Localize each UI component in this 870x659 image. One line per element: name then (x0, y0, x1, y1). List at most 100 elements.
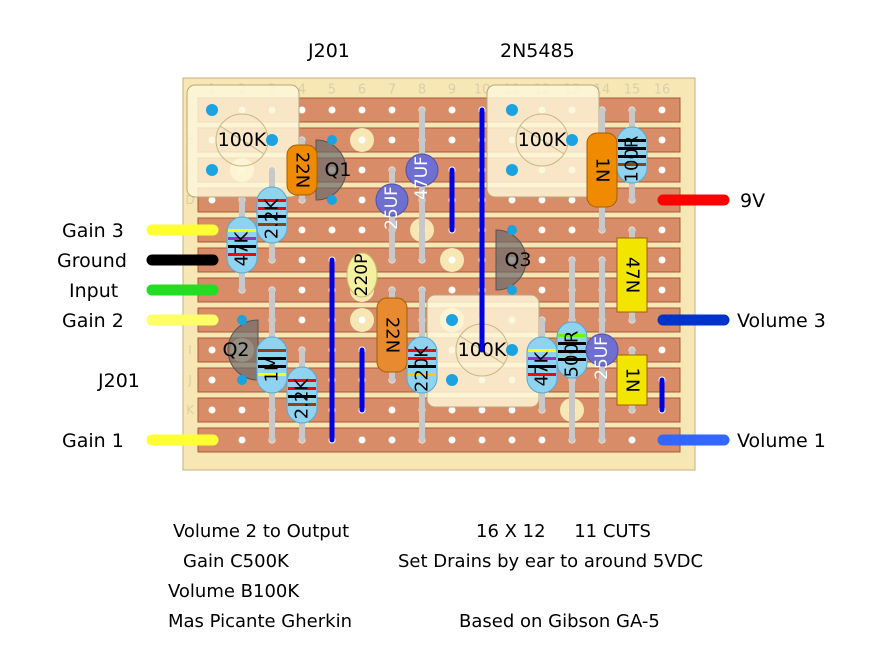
hole (538, 436, 546, 444)
resistor-label: 47K (232, 230, 253, 266)
capacitor-label: 22N (292, 152, 313, 188)
wire-label-gain-2: Gain 2 (62, 310, 124, 332)
hole (388, 136, 396, 144)
column-label: 16 (654, 83, 671, 98)
capacitor-body (346, 252, 378, 298)
hole (328, 106, 336, 114)
pot-pin (446, 314, 458, 326)
resistor-band (558, 342, 586, 345)
hole (298, 256, 306, 264)
column-label: 5 (328, 83, 336, 98)
pot-pin (206, 164, 218, 176)
resistor-band (528, 357, 556, 360)
resistor-label: 2.2K (262, 198, 283, 240)
resistor-band (228, 245, 256, 248)
column-label: 8 (418, 83, 426, 98)
resistor-band (258, 357, 286, 360)
hole (568, 226, 576, 234)
capacitor-body (585, 333, 619, 367)
resistor-band (618, 155, 646, 158)
hole (358, 436, 366, 444)
resistor-band (258, 223, 286, 226)
hole (658, 226, 666, 234)
row-label: K (186, 403, 195, 417)
potentiometers: 100K100K100K (186, 84, 600, 408)
hole (388, 436, 396, 444)
resistor: 500R (556, 321, 588, 379)
hole (448, 406, 456, 414)
row-label: D (185, 193, 194, 207)
note-volume-pot: Volume B100K (168, 581, 300, 602)
resistor: 47K (526, 336, 558, 394)
transistor-label: Q3 (504, 249, 531, 271)
resistor: 2.2K (256, 186, 288, 244)
wire-label-ground: Ground (57, 250, 127, 272)
hole (658, 286, 666, 294)
capacitor-label: 25UF (382, 186, 402, 230)
hole (208, 406, 216, 414)
hole (538, 226, 546, 234)
note-volume-output: Volume 2 to Output (173, 521, 350, 542)
hole (298, 316, 306, 324)
note-based-on: Based on Gibson GA-5 (459, 611, 660, 632)
q2-type-label: J201 (98, 370, 140, 392)
note-gain-pot: Gain C500K (183, 551, 289, 572)
hole (358, 196, 366, 204)
hole (628, 436, 636, 444)
resistor-band (528, 373, 556, 376)
capacitor-body (586, 132, 618, 208)
resistor-band (288, 387, 316, 390)
film-capacitor: 47N (616, 237, 648, 313)
hole (658, 166, 666, 174)
hole (448, 436, 456, 444)
hole (208, 196, 216, 204)
hole (328, 226, 336, 234)
resistor-band (408, 373, 436, 376)
resistor-band (408, 349, 436, 352)
capacitor-body (286, 144, 318, 196)
note-bias: Set Drains by ear to around 5VDC (398, 551, 704, 572)
pot-pin (506, 344, 518, 356)
hole (238, 406, 246, 414)
capacitor-label: 1N (592, 158, 613, 183)
electrolytic-capacitor: 25UF (375, 183, 409, 230)
capacitor-label: 1N (622, 368, 643, 393)
wire-label-9v: 9V (740, 190, 766, 212)
capacitor-body (375, 183, 409, 217)
hole (508, 406, 516, 414)
hole (508, 436, 516, 444)
ceramic-capacitor: 220P (346, 252, 378, 298)
resistor-band (408, 357, 436, 360)
column-label: 7 (388, 83, 396, 98)
hole (658, 256, 666, 264)
q3-type-label: 2N5485 (500, 40, 575, 62)
wire-label-volume-3: Volume 3 (737, 310, 826, 332)
hole (298, 286, 306, 294)
wire-label-input: Input (69, 280, 119, 302)
wire-label-volume-1: Volume 1 (737, 430, 826, 452)
pot-slot (519, 125, 565, 155)
film-capacitor: 1N (616, 354, 648, 406)
resistor: 1M (256, 336, 288, 394)
resistor-band (258, 207, 286, 210)
hole (448, 106, 456, 114)
capacitor-label: 25UF (592, 336, 612, 380)
resistor-band (558, 334, 586, 337)
hole (208, 376, 216, 384)
capacitor-label: 47UF (412, 156, 432, 200)
hole (448, 286, 456, 294)
hole (358, 136, 366, 144)
q1-type-label: J201 (308, 40, 350, 62)
wire-label-gain-3: Gain 3 (62, 220, 124, 242)
column-label: 15 (624, 83, 641, 98)
resistor-band (288, 379, 316, 382)
hole (538, 196, 546, 204)
pot-label-0: 100K (218, 129, 267, 151)
film-capacitor: 22N (376, 297, 408, 373)
pot-pin (206, 104, 218, 116)
hole (358, 106, 366, 114)
resistor: 47K (226, 216, 258, 274)
column-label: 10 (474, 83, 491, 98)
hole (508, 196, 516, 204)
